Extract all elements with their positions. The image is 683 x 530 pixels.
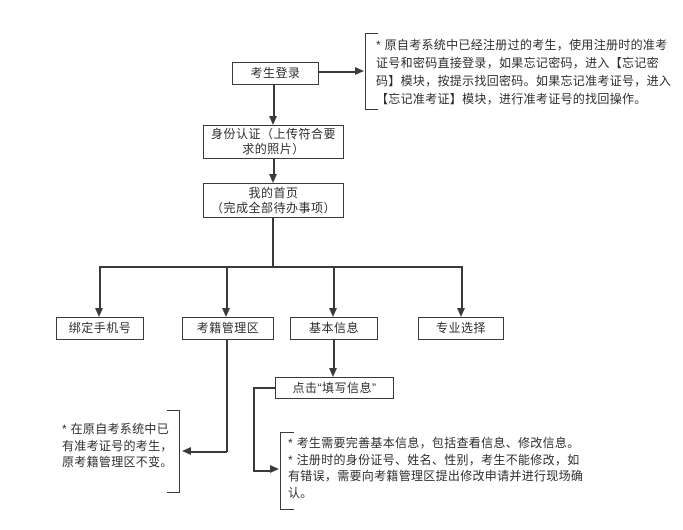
node-major-select-box: 专业选择 [418,317,504,340]
basic-note-line: 认。 [288,485,313,500]
arrowhead-down [329,308,337,317]
arrowhead-right [355,67,364,75]
record-note-bracket [167,410,180,493]
connector-branch-to-record-zone [226,266,228,309]
connector-branch-to-bind-phone [99,266,101,309]
arrowhead-down [269,174,277,183]
node-basic-info-box: 基本信息 [290,317,378,340]
login-note-line: 证号和密码直接登录，如果忘记密码，进入【忘记密 [376,56,659,70]
login-note-line: * 原自考系统中已经注册过的考生，使用注册时的准考 [376,38,668,52]
basic-note-line: * 考生需要完善基本信息，包括查看信息、修改信息。 [288,436,580,450]
node-record-zone-box: 考籍管理区 [182,317,274,340]
connector-click-fill-elbow-side [253,387,255,471]
node-login-box: 考生登录 [232,62,319,85]
connector-branch-to-major-select [461,266,463,309]
connector-basic-info-to-click-fill [333,340,335,369]
connector-click-fill-elbow-bottom [253,470,271,472]
record-note-line: * 在原自考系统中已 [62,422,170,436]
node-identity-line2: 求的照片） [242,142,305,156]
basic-note: * 考生需要完善基本信息，包括查看信息、修改信息。 * 注册时的身份证号、姓名、… [288,435,598,501]
arrowhead-down [329,368,337,377]
node-home-line2: （完成全部待办事项） [210,200,336,215]
arrowhead-down [95,308,103,317]
node-home-line1: 我的首页 [248,185,299,200]
connector-record-zone-to-note [191,451,227,453]
connector-branch-to-basic-info [333,266,335,309]
arrowhead-down [269,116,277,125]
arrowhead-down [457,308,465,317]
arrowhead-down [222,308,230,317]
node-bind-phone-box: 绑定手机号 [56,317,144,340]
node-identity-box: 身份认证（上传符合要 求的照片） [203,125,344,159]
connector-click-fill-elbow-top [253,387,275,389]
node-identity-line1: 身份认证（上传符合要 [210,127,336,141]
basic-note-line: * 注册时的身份证号、姓名、性别，考生不能修改，如 [288,452,580,467]
branch-bar [100,266,463,268]
connector-home-to-branch [272,218,274,267]
login-note: * 原自考系统中已经注册过的考生，使用注册时的准考 证号和密码直接登录，如果忘记… [376,36,676,108]
login-note-bracket [365,33,378,110]
arrowhead-right [270,465,279,473]
login-note-line: 码】模块，按提示找回密码。如果忘记准考证号，进入 [376,74,672,88]
record-note-line: 有准考证号的考生， [62,438,173,453]
connector-login-to-note [319,71,356,73]
login-note-line: 【忘记准考证】模块，进行准考证号的找回操作。 [376,92,647,106]
basic-note-line: 有错误，需要向考籍管理区提出修改申请并进行现场确 [288,469,584,483]
connector-login-to-identity [273,85,275,117]
connector-identity-to-home [273,159,275,175]
arrowhead-left [182,447,191,455]
connector-record-zone-down [226,340,228,452]
basic-note-bracket [280,432,294,510]
node-home-box: 我的首页 （完成全部待办事项） [203,183,344,218]
record-note: * 在原自考系统中已 有准考证号的考生， 原考籍管理区不变。 [62,421,192,471]
record-note-line: 原考籍管理区不变。 [62,455,173,469]
node-click-fill-box: 点击“填写信息” [275,377,394,399]
